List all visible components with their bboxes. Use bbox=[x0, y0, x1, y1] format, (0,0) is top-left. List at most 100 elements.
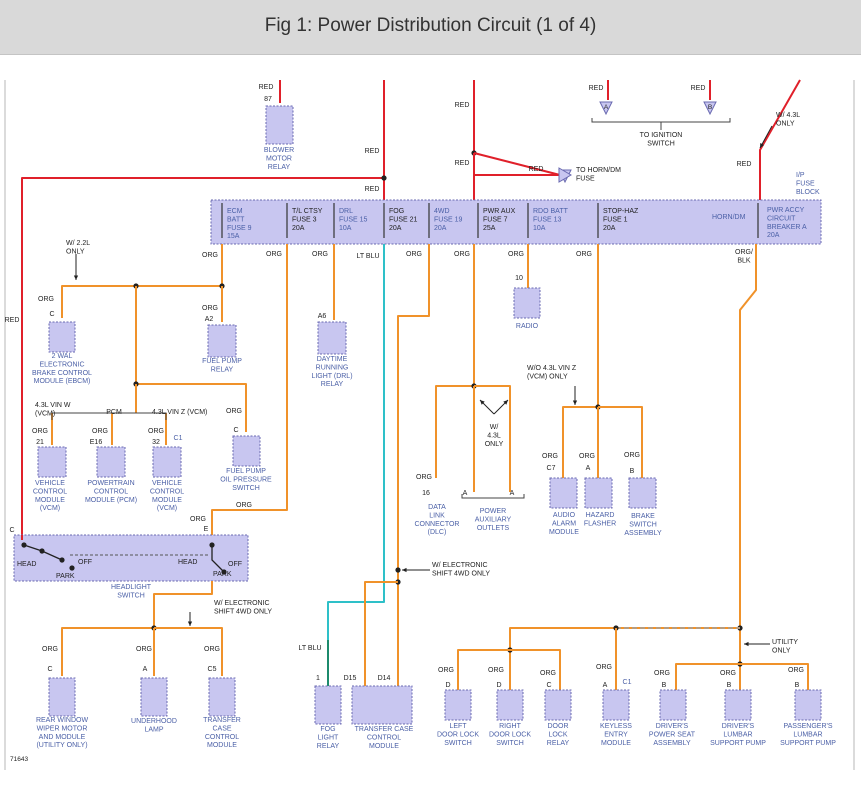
wire-label: ORG bbox=[788, 667, 804, 674]
arrow-head bbox=[402, 567, 407, 573]
label-line: ONLY bbox=[66, 248, 85, 255]
wire-label: B bbox=[662, 682, 667, 689]
org-pwraux-dlc bbox=[435, 244, 475, 478]
wire-label: PARK bbox=[213, 571, 232, 578]
label-line: FUSE 1 bbox=[603, 216, 628, 223]
title-bar: Fig 1: Power Distribution Circuit (1 of … bbox=[0, 0, 861, 55]
red-wire-left-loop bbox=[21, 177, 384, 540]
org-tlctsy bbox=[211, 244, 288, 535]
label-line: MODULE (EBCM) bbox=[34, 378, 91, 385]
wire-label: A bbox=[603, 682, 608, 689]
arrow-head bbox=[760, 143, 765, 148]
wire-label: LT BLU bbox=[298, 645, 321, 652]
underhood-lamp bbox=[140, 677, 168, 717]
wire-label: D14 bbox=[378, 675, 391, 682]
label-line: BRAKE bbox=[631, 513, 655, 520]
label-line: FUSE 15 bbox=[339, 216, 368, 223]
power-distribution-diagram: RED87BLOWERMOTORRELAYCREDTO HORN/DMFUSER… bbox=[4, 79, 855, 770]
org-fuel-switch bbox=[135, 286, 247, 432]
label-line: RDO BATT bbox=[533, 208, 569, 215]
org-rear-wiper bbox=[61, 627, 154, 676]
wire-label: C bbox=[9, 527, 14, 534]
label-line: RUNNING bbox=[316, 364, 349, 371]
wire-label: ORG bbox=[136, 646, 152, 653]
door-lock-relay bbox=[544, 689, 572, 721]
wire-label: ORG bbox=[438, 667, 454, 674]
label-line: SWITCH bbox=[117, 592, 145, 599]
label-line: TRANSFER CASE bbox=[355, 726, 414, 733]
wire-label: ORG bbox=[32, 428, 48, 435]
wire-label: C bbox=[49, 311, 54, 318]
wire-label: RED bbox=[365, 186, 380, 193]
label-line: DATA bbox=[428, 504, 446, 511]
label-line: 4.3L VIN W bbox=[35, 402, 71, 409]
label-line: ELECTRONIC bbox=[39, 361, 84, 368]
label-line: BLOWER bbox=[264, 147, 294, 154]
wire-label: ORG bbox=[202, 252, 218, 259]
wire-label: ORG bbox=[488, 667, 504, 674]
label-line: RELAY bbox=[211, 366, 234, 373]
label-line: SUPPORT PUMP bbox=[710, 740, 766, 747]
wire-label: A bbox=[586, 465, 591, 472]
label-line: VEHICLE bbox=[35, 480, 65, 487]
blower-motor-relay bbox=[265, 105, 294, 145]
label-line: CASE bbox=[212, 725, 231, 732]
org-stophaz bbox=[562, 244, 599, 478]
label-line: FUSE 9 bbox=[227, 225, 252, 232]
wire-label: 87 bbox=[264, 96, 272, 103]
label-line: FUSE bbox=[796, 180, 815, 187]
label-line: RELAY bbox=[317, 743, 340, 750]
right-door-lock-switch bbox=[496, 689, 524, 721]
org-seat bbox=[675, 663, 740, 690]
org-4wd bbox=[397, 244, 430, 686]
fuel-pump-relay bbox=[207, 324, 237, 358]
wire-label: D bbox=[496, 682, 501, 689]
label-line: W/ ELECTRONIC bbox=[214, 600, 270, 607]
wire-label: 21 bbox=[36, 439, 44, 446]
label-line: LOCK bbox=[548, 731, 567, 738]
wire-label: B bbox=[795, 682, 800, 689]
label-line: LUMBAR bbox=[723, 731, 752, 738]
label-line: MODULE bbox=[549, 529, 579, 536]
headlight-switch bbox=[13, 534, 249, 582]
switch-blade-right bbox=[211, 545, 225, 573]
label-line: KEYLESS bbox=[600, 723, 632, 730]
label-line: CIRCUIT bbox=[767, 215, 796, 222]
ignition-connector-a bbox=[599, 101, 613, 116]
label-line: UTILITY bbox=[772, 639, 798, 646]
label-line: PWR AUX bbox=[483, 208, 516, 215]
arrow-head bbox=[572, 400, 578, 405]
vin-w-label: 4.3L VIN W(VCM) bbox=[35, 402, 71, 417]
drivers-power-seat bbox=[659, 689, 687, 721]
wire-label: HEAD bbox=[178, 559, 197, 566]
label-line: SWITCH bbox=[629, 521, 657, 528]
wire-label: OFF bbox=[228, 561, 242, 568]
org-headlight-out bbox=[153, 581, 213, 628]
label-line: W/ ELECTRONIC bbox=[432, 562, 488, 569]
label-line: SWITCH bbox=[444, 740, 472, 747]
red-wire-horn-route bbox=[473, 153, 560, 176]
wire-label: 32 bbox=[152, 439, 160, 446]
wire-label: ORG bbox=[204, 646, 220, 653]
label-line: SHIFT 4WD ONLY bbox=[214, 608, 272, 615]
figure-number: 71643 bbox=[10, 756, 28, 763]
arrow-head bbox=[73, 275, 79, 280]
wire-label: A bbox=[510, 490, 515, 497]
org-brake bbox=[598, 406, 643, 478]
label-line: 20A bbox=[767, 232, 780, 239]
label-line: BLK bbox=[737, 257, 751, 264]
org-tccm bbox=[154, 627, 223, 676]
label-line: 2 WAL bbox=[52, 353, 73, 360]
label-line: BRAKE CONTROL bbox=[32, 370, 92, 377]
